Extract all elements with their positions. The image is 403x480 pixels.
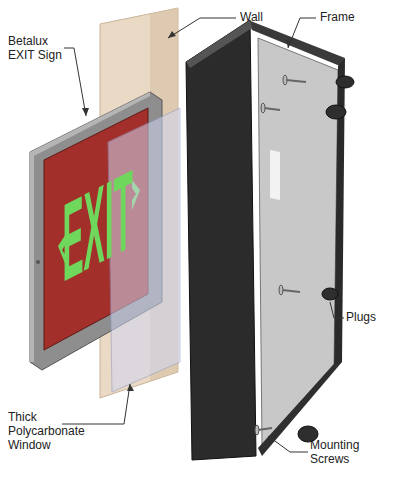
window-label: Thick Polycarbonate Window — [8, 410, 92, 452]
frame-face — [186, 20, 256, 460]
sign-label: Betalux EXIT Sign — [8, 34, 64, 62]
frame-side — [334, 58, 345, 368]
sign-screw-hole — [36, 260, 40, 264]
screw-heads — [255, 75, 287, 435]
plugs-label: Plugs — [346, 310, 396, 324]
screws-label: Mounting Screws — [310, 438, 390, 466]
mounting-screws — [258, 80, 306, 430]
plugs — [298, 76, 354, 442]
leader-lines — [62, 18, 344, 452]
frame-label: Frame — [320, 10, 380, 24]
frame-interior — [258, 38, 338, 446]
frame-slot — [270, 150, 280, 200]
frame-edge — [186, 20, 252, 68]
wall-label: Wall — [240, 10, 300, 24]
